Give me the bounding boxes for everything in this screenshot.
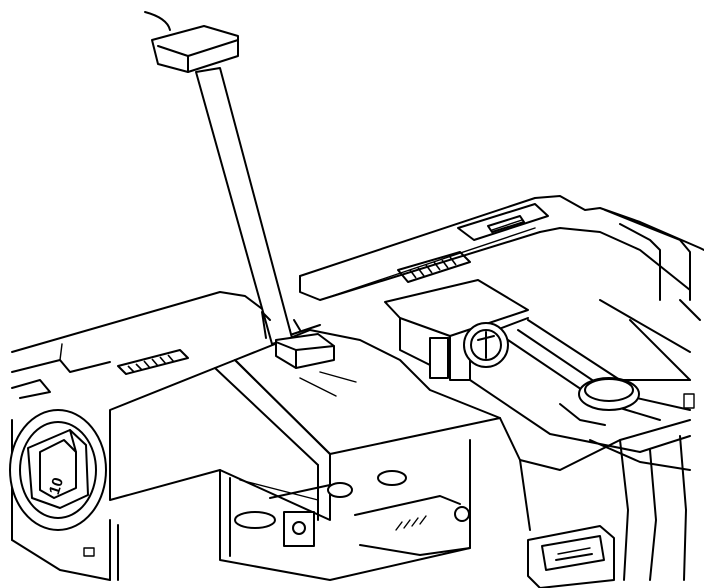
upper-slot-left [397, 251, 471, 283]
upper-slot-right [457, 203, 549, 241]
bottom-connector [527, 525, 615, 588]
lower-right-wall [519, 435, 687, 581]
central-block [109, 324, 501, 521]
right-frame [469, 299, 695, 471]
connector-number-label: 10 [46, 476, 67, 497]
round-socket [9, 409, 107, 531]
latch-housing [384, 279, 529, 381]
screwdriver [144, 11, 301, 345]
lower-left-slot [117, 349, 189, 375]
inner-compartment [219, 439, 471, 581]
release-tab [275, 333, 335, 369]
upper-housing [299, 195, 704, 321]
